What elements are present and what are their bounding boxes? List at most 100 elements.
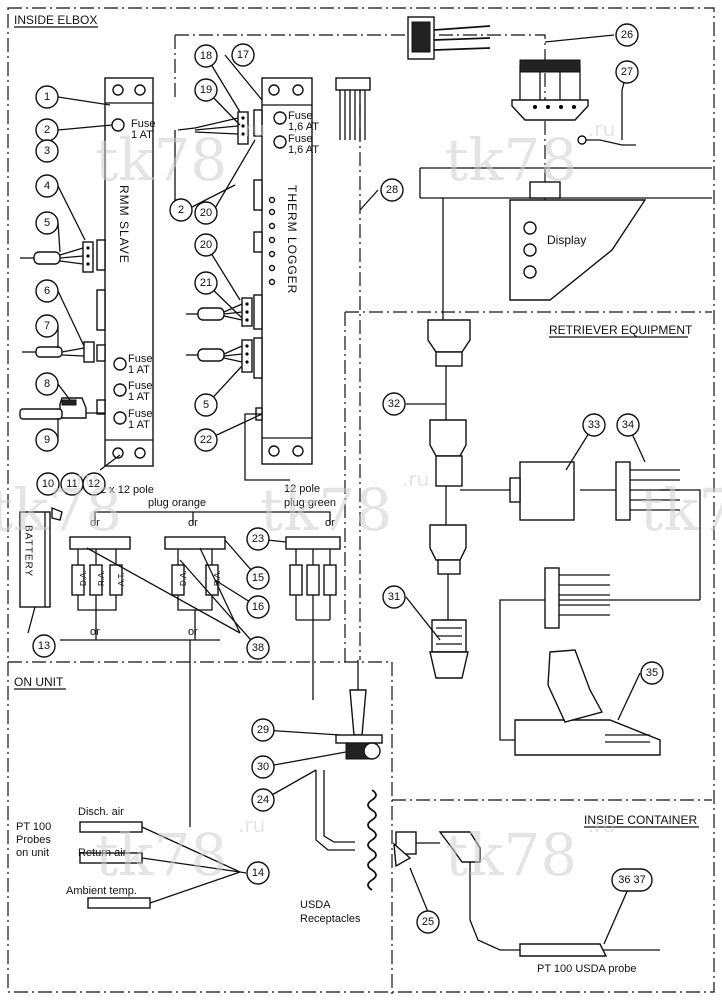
svg-text:33: 33 bbox=[588, 419, 600, 431]
svg-text:9: 9 bbox=[44, 434, 50, 446]
svg-text:32: 32 bbox=[388, 398, 400, 410]
display-label: Display bbox=[547, 233, 586, 247]
callout-17: 17 bbox=[231, 43, 255, 67]
svg-text:1 AT: 1 AT bbox=[128, 391, 150, 403]
svg-text:18: 18 bbox=[200, 50, 212, 62]
callout-24: 24 bbox=[251, 788, 275, 812]
callout-1: 1 bbox=[35, 85, 59, 109]
callout-20: 20 bbox=[194, 233, 218, 257]
svg-text:21: 21 bbox=[200, 277, 212, 289]
svg-text:1 AT: 1 AT bbox=[131, 129, 153, 141]
svg-text:28: 28 bbox=[386, 184, 398, 196]
svg-text:20: 20 bbox=[200, 207, 212, 219]
callout-20-alt: 20 bbox=[194, 201, 218, 225]
svg-text:17: 17 bbox=[237, 49, 249, 61]
or-label-5: or bbox=[188, 626, 198, 638]
callout-36-37: 36 37 bbox=[611, 868, 653, 892]
return-air-label: Return air bbox=[78, 847, 127, 859]
svg-text:35: 35 bbox=[646, 667, 658, 679]
svg-text:14: 14 bbox=[252, 867, 264, 879]
rmm-slave-label: RMM SLAVE bbox=[117, 185, 131, 264]
callout-2-alt: 2 bbox=[169, 198, 193, 222]
svg-text:1 AT: 1 AT bbox=[128, 419, 150, 431]
battery-label: BATTERY bbox=[23, 525, 34, 577]
callout-10: 10 bbox=[36, 472, 60, 496]
svg-text:27: 27 bbox=[621, 66, 633, 78]
sensor-tag-at-1: A.T. bbox=[117, 572, 126, 586]
callout-23: 23 bbox=[246, 527, 270, 551]
callout-31: 31 bbox=[382, 585, 406, 609]
watermark-group: tk78 .ru tk78 .ru tk78 .ru tk78 .ru tk78… bbox=[0, 117, 722, 889]
callout-5: 5 bbox=[35, 211, 59, 235]
or-bracket-bottom bbox=[60, 628, 220, 641]
callout-18: 18 bbox=[194, 44, 218, 68]
callout-19: 19 bbox=[194, 78, 218, 102]
rmm-slave-module bbox=[96, 77, 154, 467]
callout-38: 38 bbox=[246, 636, 270, 660]
callout-26: 26 bbox=[615, 23, 639, 47]
sensor-tag-ra-2: R.A. bbox=[213, 570, 222, 586]
watermark-2: tk78 bbox=[445, 126, 577, 194]
watermark-2-suffix: .ru bbox=[588, 117, 615, 141]
display-unit bbox=[419, 59, 712, 301]
ribbon-cable bbox=[335, 16, 491, 140]
callout-14: 14 bbox=[246, 861, 270, 885]
plug-orange-1 bbox=[69, 536, 131, 628]
svg-text:24: 24 bbox=[257, 794, 269, 806]
svg-text:4: 4 bbox=[44, 180, 50, 192]
svg-text:38: 38 bbox=[252, 642, 264, 654]
svg-text:5: 5 bbox=[203, 399, 209, 411]
fuse-label-therm-1: Fuse bbox=[288, 110, 312, 122]
svg-text:6: 6 bbox=[44, 285, 50, 297]
svg-text:on unit: on unit bbox=[16, 847, 49, 859]
callout-15: 15 bbox=[246, 566, 270, 590]
watermark-6: tk78 bbox=[95, 821, 227, 889]
callout-29: 29 bbox=[251, 718, 275, 742]
callout-25: 25 bbox=[416, 910, 440, 934]
or-label-1: or bbox=[90, 517, 100, 529]
callout-13: 13 bbox=[32, 634, 56, 658]
therm-connectors bbox=[174, 111, 290, 481]
svg-text:7: 7 bbox=[44, 320, 50, 332]
callout-22: 22 bbox=[194, 428, 218, 452]
fuse-label-rmm-1: Fuse bbox=[128, 353, 152, 365]
svg-text:1 AT: 1 AT bbox=[128, 364, 150, 376]
or-label-4: or bbox=[90, 626, 100, 638]
callout-33: 33 bbox=[582, 413, 606, 437]
svg-text:23: 23 bbox=[252, 533, 264, 545]
callout-21: 21 bbox=[194, 271, 218, 295]
callout-32: 32 bbox=[382, 392, 406, 416]
svg-text:10: 10 bbox=[42, 478, 54, 490]
svg-text:1,6 AT: 1,6 AT bbox=[288, 121, 319, 133]
watermark-7-suffix: .ru bbox=[588, 813, 615, 837]
pt100-probes bbox=[79, 640, 241, 909]
callout-5-alt: 5 bbox=[194, 393, 218, 417]
sensor-tag-da-1: D.A. bbox=[79, 570, 88, 586]
fuse-label-rmm-3: Fuse bbox=[128, 408, 152, 420]
fuse-label-rmm-top: Fuse bbox=[131, 118, 155, 130]
watermark-3: tk78 bbox=[0, 476, 122, 544]
plug-green-label-1: 12 pole bbox=[284, 483, 320, 495]
usda-label-2: Receptacles bbox=[300, 913, 361, 925]
section-titles: INSIDE ELBOX RETRIEVER EQUIPMENT ON UNIT… bbox=[14, 13, 699, 828]
callout-27: 27 bbox=[615, 60, 639, 84]
pt100-usda-probe-label: PT 100 USDA probe bbox=[537, 963, 636, 975]
callout-6: 6 bbox=[35, 279, 59, 303]
plug-green-label-2: plug green bbox=[284, 497, 336, 509]
watermark-5: tk78 bbox=[640, 476, 722, 544]
section-on-unit: ON UNIT bbox=[14, 675, 64, 689]
svg-text:20: 20 bbox=[200, 239, 212, 251]
usda-label-1: USDA bbox=[300, 899, 331, 911]
svg-text:2: 2 bbox=[44, 124, 50, 136]
plug-green bbox=[285, 536, 341, 700]
svg-text:16: 16 bbox=[252, 601, 264, 613]
therm-logger-module bbox=[253, 77, 313, 465]
callout-35: 35 bbox=[640, 661, 664, 685]
leader-lines bbox=[27, 34, 646, 945]
section-inside-elbox: INSIDE ELBOX bbox=[14, 13, 97, 27]
svg-text:19: 19 bbox=[200, 84, 212, 96]
plug-orange-label-1: 2 x 12 pole bbox=[100, 484, 154, 496]
svg-text:36 37: 36 37 bbox=[618, 874, 646, 886]
or-label-2: or bbox=[188, 517, 198, 529]
